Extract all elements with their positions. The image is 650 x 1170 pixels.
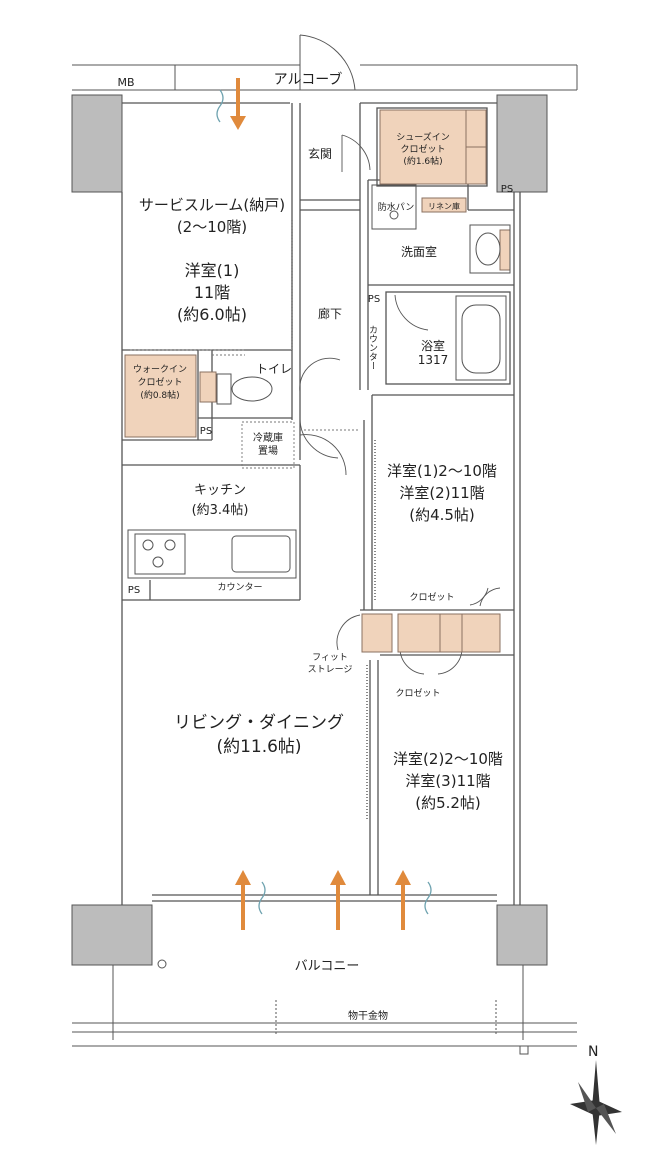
bedroom-1-label-line-2: 洋室(2)11階 bbox=[399, 484, 484, 502]
walkin-closet-label-line-3: (約0.8帖) bbox=[140, 389, 179, 401]
shoes-closet-label-line-2: クロゼット bbox=[400, 143, 445, 155]
bedroom-2-label-line-2: 洋室(3)11階 bbox=[405, 772, 490, 790]
fit-storage-box bbox=[361, 613, 393, 653]
fridge-label-line-1: 冷蔵庫 bbox=[253, 431, 283, 444]
bedroom-2-label-line-3: (約5.2帖) bbox=[415, 794, 481, 812]
north-compass-icon: N bbox=[570, 1044, 622, 1145]
ps-label-entrance: PS bbox=[501, 184, 513, 195]
fit-storage-label-line-1: フィット bbox=[312, 653, 348, 663]
linen-label: リネン庫 bbox=[428, 201, 460, 211]
ps-label-toilet: PS bbox=[200, 426, 212, 437]
kitchen-counter-label: カウンター bbox=[217, 582, 262, 593]
shoes-closet-storage bbox=[379, 109, 467, 185]
alcove-label: アルコーブ bbox=[274, 71, 343, 88]
bathtub-icon bbox=[455, 295, 507, 381]
room-labels: アルコーブMB玄関シューズインクロゼット(約1.6帖)PS防水パンリネン庫洗面室… bbox=[117, 71, 513, 1022]
western-room-1-label-line-1: 洋室(1) bbox=[185, 261, 240, 280]
washroom-label: 洗面室 bbox=[401, 244, 437, 259]
ps-label-bath: PS bbox=[368, 294, 380, 305]
western-room-1-label-line-3: (約6.0帖) bbox=[177, 305, 247, 324]
bath-label-line-2: 1317 bbox=[418, 353, 449, 367]
bedroom-1-label-line-3: (約4.5帖) bbox=[409, 506, 475, 524]
mb-label: MB bbox=[117, 76, 134, 89]
linen-storage bbox=[421, 197, 467, 213]
shoes-closet-label-line-3: (約1.6帖) bbox=[403, 155, 442, 167]
washbasin-icon bbox=[469, 224, 511, 274]
walkin-closet-label-line-2: クロゼット bbox=[137, 376, 182, 388]
door-swings bbox=[299, 134, 501, 675]
service-room-label-line-1: サービスルーム(納戸) bbox=[139, 196, 285, 214]
closet-label-top: クロゼット bbox=[409, 591, 454, 603]
sink-icon bbox=[231, 535, 291, 573]
storage-units bbox=[124, 109, 511, 653]
closet-storage-b bbox=[439, 613, 463, 653]
svg-text:N: N bbox=[588, 1044, 598, 1060]
corridor-label: 廊下 bbox=[318, 306, 342, 321]
walkin-closet-label-line-1: ウォークイン bbox=[133, 364, 187, 375]
bath-label-line-1: 浴室 bbox=[421, 338, 445, 353]
fridge-label-line-2: 置場 bbox=[258, 444, 278, 457]
fit-storage-label-line-2: ストレージ bbox=[308, 665, 353, 675]
balcony-area bbox=[72, 959, 577, 1055]
closet-storage-a bbox=[397, 613, 441, 653]
shoes-closet-label-line-1: シューズイン bbox=[396, 131, 450, 143]
walkin-closet-storage bbox=[124, 354, 197, 438]
western-room-1-label-line-2: 11階 bbox=[194, 283, 230, 302]
ps-label-kitchen: PS bbox=[128, 585, 140, 596]
waterproof-pan-label: 防水パン bbox=[378, 201, 414, 213]
entrance-label: 玄関 bbox=[308, 146, 332, 161]
exterior-walls bbox=[71, 94, 548, 966]
ventilation-arrows bbox=[230, 78, 411, 930]
air-wave-icons bbox=[216, 89, 432, 915]
sliding-panels bbox=[291, 220, 376, 820]
counter-vertical-label: カウンター bbox=[367, 325, 378, 370]
bedroom-1-label-line-1: 洋室(1)2〜10階 bbox=[387, 462, 497, 480]
closet-storage-c bbox=[461, 613, 501, 653]
balcony-label: バルコニー bbox=[295, 959, 360, 974]
bedroom-2-label-line-1: 洋室(2)2〜10階 bbox=[393, 750, 503, 768]
living-dining-label-line-1: リビング・ダイニング bbox=[174, 713, 344, 733]
cooktop-icon bbox=[127, 529, 297, 579]
alcove-area bbox=[72, 34, 578, 91]
toilet-label: トイレ bbox=[256, 362, 292, 376]
closet-label-bottom: クロゼット bbox=[395, 687, 440, 699]
toilet-icon bbox=[216, 373, 273, 405]
kitchen-label-line-2: (約3.4帖) bbox=[192, 503, 249, 518]
waterproof-pan-icon bbox=[371, 184, 417, 230]
laundry-hanger-label: 物干金物 bbox=[348, 1009, 388, 1022]
service-room-label-line-2: (2〜10階) bbox=[177, 218, 247, 236]
living-dining-label-line-2: (約11.6帖) bbox=[216, 737, 301, 757]
kitchen-label-line-1: キッチン bbox=[194, 483, 246, 498]
dashed-outlines bbox=[130, 349, 360, 469]
